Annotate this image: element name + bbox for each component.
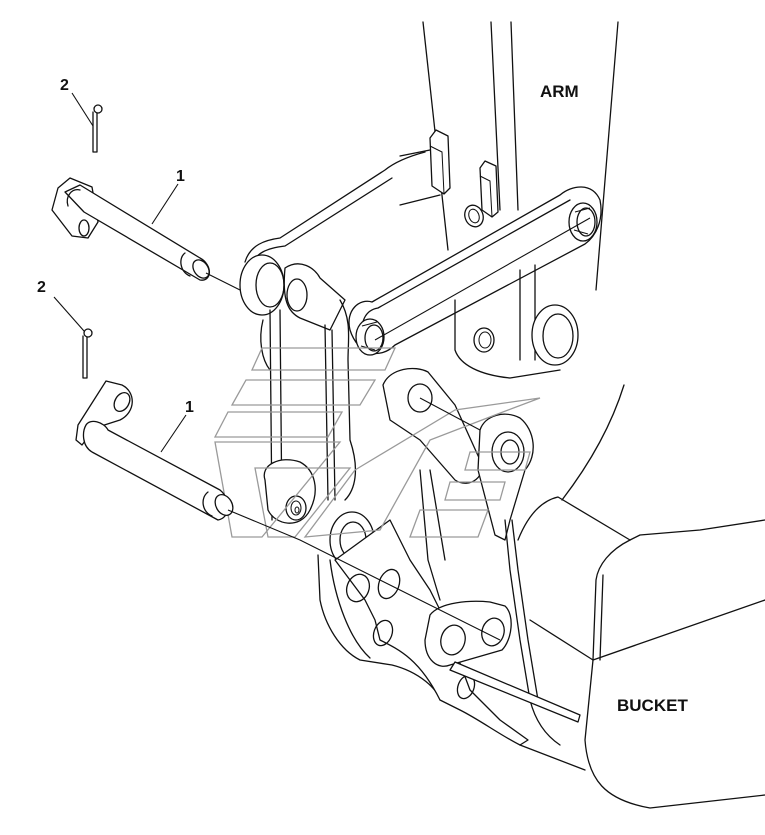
- callout-2-lower: 2: [37, 279, 46, 296]
- leader-lines: [53, 92, 591, 641]
- callout-2-upper: 2: [60, 77, 69, 94]
- cotter-pin-lower[interactable]: [82, 328, 93, 379]
- h-link: [239, 151, 602, 379]
- bucket-body: [517, 496, 765, 809]
- pin-lower[interactable]: [75, 380, 236, 521]
- watermark-logo: [213, 347, 541, 538]
- callout-1-lower: 1: [185, 399, 194, 416]
- arm-structure: [399, 21, 625, 501]
- arm-label: ARM: [540, 82, 579, 101]
- pin-upper[interactable]: [51, 177, 212, 281]
- bucket-label: BUCKET: [617, 696, 688, 715]
- callout-1-upper: 1: [176, 168, 185, 185]
- bucket-bracket: [263, 367, 581, 746]
- cotter-pin-upper[interactable]: [92, 104, 103, 153]
